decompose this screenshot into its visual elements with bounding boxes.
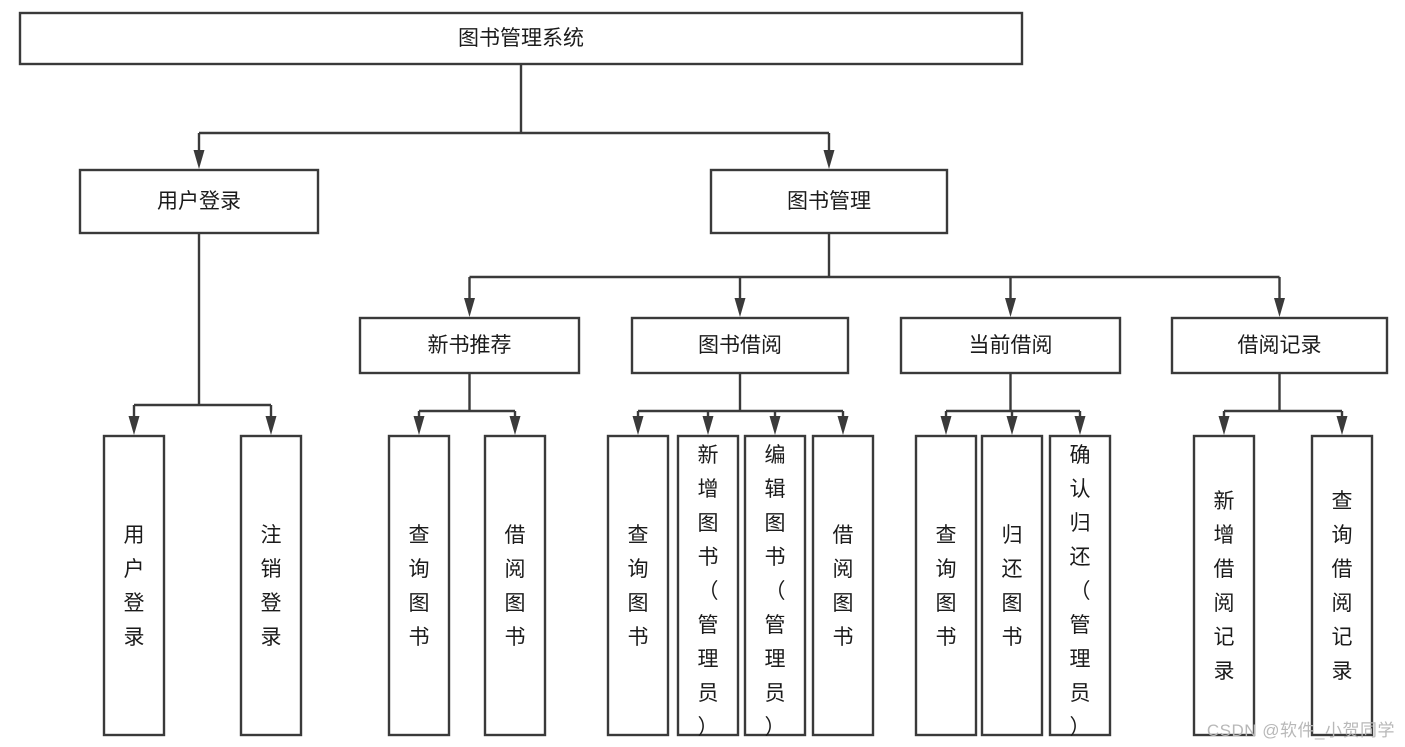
- node-book-borrow[interactable]: 图书借阅: [630, 316, 850, 375]
- node-boxes-group: 图书管理系统用户登录图书管理新书推荐图书借阅当前借阅借阅记录用户登录注销登录查询…: [18, 11, 1389, 739]
- node-label-leaf-query-book-2: 查询图书: [628, 524, 649, 649]
- node-book-management[interactable]: 图书管理: [709, 168, 949, 235]
- node-label-leaf-add-book: 新增图书（管理员）: [698, 444, 719, 739]
- arrow-head-leaf-borrow-book-2: [837, 416, 849, 435]
- node-rect-leaf-query-record: [1310, 434, 1374, 737]
- arrow-head-leaf-edit-book: [769, 416, 781, 435]
- node-label-leaf-query-record: 查询借阅记录: [1332, 490, 1353, 683]
- node-rect-leaf-confirm-return: [1048, 434, 1112, 737]
- node-leaf-query-book-3[interactable]: 查询图书: [914, 434, 978, 737]
- node-leaf-confirm-return[interactable]: 确认归还（管理员）: [1048, 434, 1112, 739]
- node-rect-leaf-add-record: [1192, 434, 1256, 737]
- node-label-leaf-user-login: 用户登录: [124, 524, 145, 649]
- node-label-leaf-edit-book: 编辑图书（管理员）: [765, 444, 786, 739]
- arrow-head-leaf-query-record: [1336, 416, 1348, 435]
- node-rect-leaf-logout-login: [239, 434, 303, 737]
- node-label-book-management: 图书管理: [787, 190, 871, 213]
- node-leaf-user-login[interactable]: 用户登录: [102, 434, 166, 737]
- node-rect-leaf-add-book: [676, 434, 740, 737]
- node-leaf-edit-book[interactable]: 编辑图书（管理员）: [743, 434, 807, 739]
- arrow-head-leaf-add-book: [702, 416, 714, 435]
- node-new-book-recommend[interactable]: 新书推荐: [358, 316, 581, 375]
- node-leaf-return-book[interactable]: 归还图书: [980, 434, 1044, 737]
- arrow-head-leaf-user-login: [128, 416, 140, 435]
- arrow-head-leaf-query-book-1: [413, 416, 425, 435]
- node-label-root: 图书管理系统: [458, 27, 584, 50]
- node-rect-user-login: [78, 168, 320, 235]
- node-leaf-add-record[interactable]: 新增借阅记录: [1192, 434, 1256, 737]
- node-rect-current-borrow: [899, 316, 1122, 375]
- node-rect-leaf-borrow-book-1: [483, 434, 547, 737]
- node-label-leaf-logout-login: 注销登录: [261, 524, 282, 649]
- node-leaf-logout-login[interactable]: 注销登录: [239, 434, 303, 737]
- node-root[interactable]: 图书管理系统: [18, 11, 1024, 66]
- node-leaf-query-record[interactable]: 查询借阅记录: [1310, 434, 1374, 737]
- node-user-login[interactable]: 用户登录: [78, 168, 320, 235]
- node-label-book-borrow: 图书借阅: [698, 334, 782, 357]
- watermark-text: CSDN @软件_小贺同学: [1206, 721, 1395, 740]
- node-rect-leaf-query-book-3: [914, 434, 978, 737]
- node-current-borrow[interactable]: 当前借阅: [899, 316, 1122, 375]
- node-rect-leaf-borrow-book-2: [811, 434, 875, 737]
- node-rect-leaf-edit-book: [743, 434, 807, 737]
- arrow-head-borrow-record: [1274, 298, 1285, 317]
- node-leaf-query-book-2[interactable]: 查询图书: [606, 434, 670, 737]
- node-label-leaf-add-record: 新增借阅记录: [1214, 490, 1235, 683]
- arrow-head-leaf-query-book-3: [940, 416, 952, 435]
- arrow-head-leaf-borrow-book-1: [509, 416, 521, 435]
- node-rect-leaf-query-book-1: [387, 434, 451, 737]
- node-label-leaf-query-book-1: 查询图书: [409, 524, 430, 649]
- node-borrow-record[interactable]: 借阅记录: [1170, 316, 1389, 375]
- arrow-head-leaf-query-book-2: [632, 416, 644, 435]
- node-leaf-add-book[interactable]: 新增图书（管理员）: [676, 434, 740, 739]
- arrow-head-book-management: [823, 150, 835, 169]
- node-rect-new-book-recommend: [358, 316, 581, 375]
- node-label-leaf-return-book: 归还图书: [1002, 524, 1023, 649]
- node-label-borrow-record: 借阅记录: [1238, 334, 1322, 357]
- arrow-head-user-login: [193, 150, 205, 169]
- node-rect-leaf-return-book: [980, 434, 1044, 737]
- node-leaf-borrow-book-1[interactable]: 借阅图书: [483, 434, 547, 737]
- node-rect-book-management: [709, 168, 949, 235]
- arrow-head-leaf-return-book: [1006, 416, 1018, 435]
- node-leaf-query-book-1[interactable]: 查询图书: [387, 434, 451, 737]
- node-label-user-login: 用户登录: [157, 190, 241, 213]
- node-rect-root: [18, 11, 1024, 66]
- node-rect-book-borrow: [630, 316, 850, 375]
- node-label-leaf-confirm-return: 确认归还（管理员）: [1070, 444, 1091, 739]
- node-leaf-borrow-book-2[interactable]: 借阅图书: [811, 434, 875, 737]
- arrow-head-current-borrow: [1005, 298, 1016, 317]
- node-rect-leaf-user-login: [102, 434, 166, 737]
- node-rect-leaf-query-book-2: [606, 434, 670, 737]
- arrow-head-leaf-add-record: [1218, 416, 1230, 435]
- node-label-leaf-query-book-3: 查询图书: [936, 524, 957, 649]
- arrow-head-new-book-recommend: [464, 298, 475, 317]
- node-label-current-borrow: 当前借阅: [969, 334, 1053, 357]
- node-rect-borrow-record: [1170, 316, 1389, 375]
- node-label-new-book-recommend: 新书推荐: [428, 334, 512, 357]
- arrow-head-leaf-confirm-return: [1074, 416, 1086, 435]
- arrow-head-leaf-logout-login: [265, 416, 277, 435]
- node-label-leaf-borrow-book-1: 借阅图书: [505, 524, 526, 649]
- arrow-head-book-borrow: [734, 298, 746, 317]
- node-label-leaf-borrow-book-2: 借阅图书: [833, 524, 854, 649]
- connector-lines-group: [128, 64, 1348, 435]
